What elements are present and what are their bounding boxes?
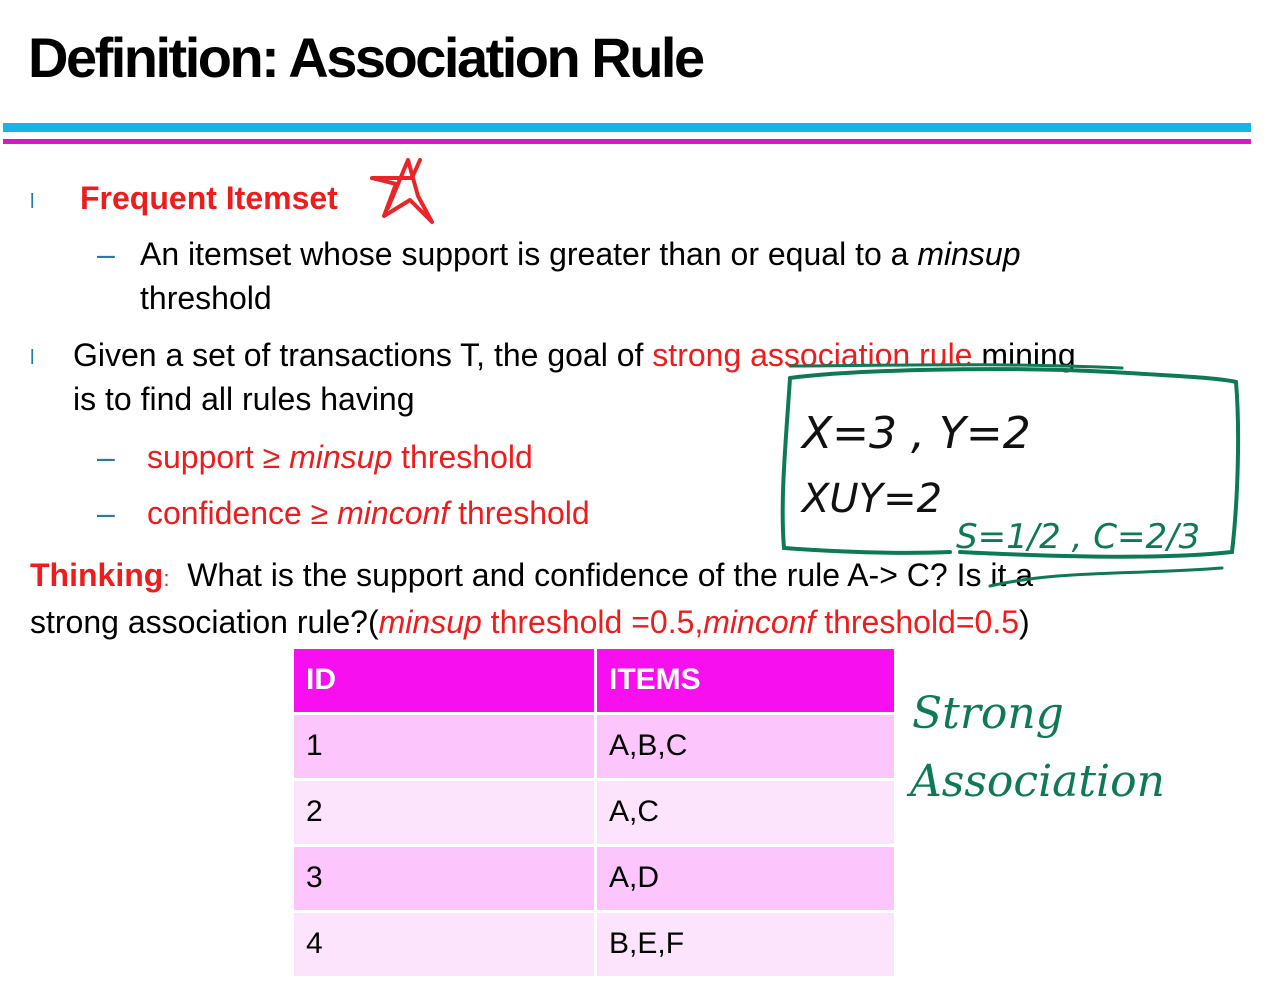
hw-line-sc: S=1/2 , C=2/3	[956, 517, 1200, 557]
bullet-marker: l	[30, 347, 35, 369]
table-header-row: ID ITEMS	[291, 646, 897, 715]
green-box	[780, 367, 1241, 559]
table-row: 2 A,C	[291, 778, 897, 847]
dash-marker: –	[97, 439, 115, 475]
frequent-itemset-heading: Frequent Itemset	[80, 180, 338, 216]
cell-items: B,E,F	[594, 910, 897, 979]
support-condition: support ≥ minsup threshold	[147, 439, 533, 475]
hw-line-xy: X=3 , Y=2	[800, 408, 1031, 459]
title-rule-magenta	[3, 139, 1251, 144]
table-row: 4 B,E,F	[291, 910, 897, 979]
hw-note-strong: Strong	[912, 688, 1064, 739]
title-rule-cyan	[3, 123, 1251, 132]
bullet-marker: l	[30, 191, 35, 213]
frequent-itemset-definition: An itemset whose support is greater than…	[140, 236, 1021, 272]
green-underline	[788, 363, 1124, 370]
header-id: ID	[291, 646, 597, 715]
hw-line-union: XUY=2	[800, 476, 942, 522]
thinking-question-cont: strong association rule?(minsup threshol…	[30, 604, 1030, 640]
cell-items: A,D	[594, 844, 897, 913]
red-star-mark	[370, 158, 434, 224]
cell-id: 4	[291, 910, 597, 979]
goal-statement-cont: is to find all rules having	[73, 381, 415, 417]
cell-id: 3	[291, 844, 597, 913]
cell-items: A,C	[594, 778, 897, 847]
table-row: 1 A,B,C	[291, 712, 897, 781]
frequent-itemset-definition-cont: threshold	[140, 280, 272, 316]
cell-items: A,B,C	[594, 712, 897, 781]
table-row: 3 A,D	[291, 844, 897, 913]
thinking-question: Thinking: What is the support and confid…	[30, 557, 1034, 593]
transactions-table: ID ITEMS 1 A,B,C 2 A,C 3 A,D 4 B,E,F	[291, 646, 897, 979]
cell-id: 2	[291, 778, 597, 847]
slide-title: Definition: Association Rule	[28, 26, 705, 89]
dash-marker: –	[97, 495, 115, 531]
confidence-condition: confidence ≥ minconf threshold	[147, 495, 590, 531]
dash-marker: –	[97, 236, 115, 272]
green-strikethrough	[988, 566, 1224, 588]
header-items: ITEMS	[594, 646, 897, 715]
cell-id: 1	[291, 712, 597, 781]
hw-note-association: Association	[906, 756, 1165, 807]
